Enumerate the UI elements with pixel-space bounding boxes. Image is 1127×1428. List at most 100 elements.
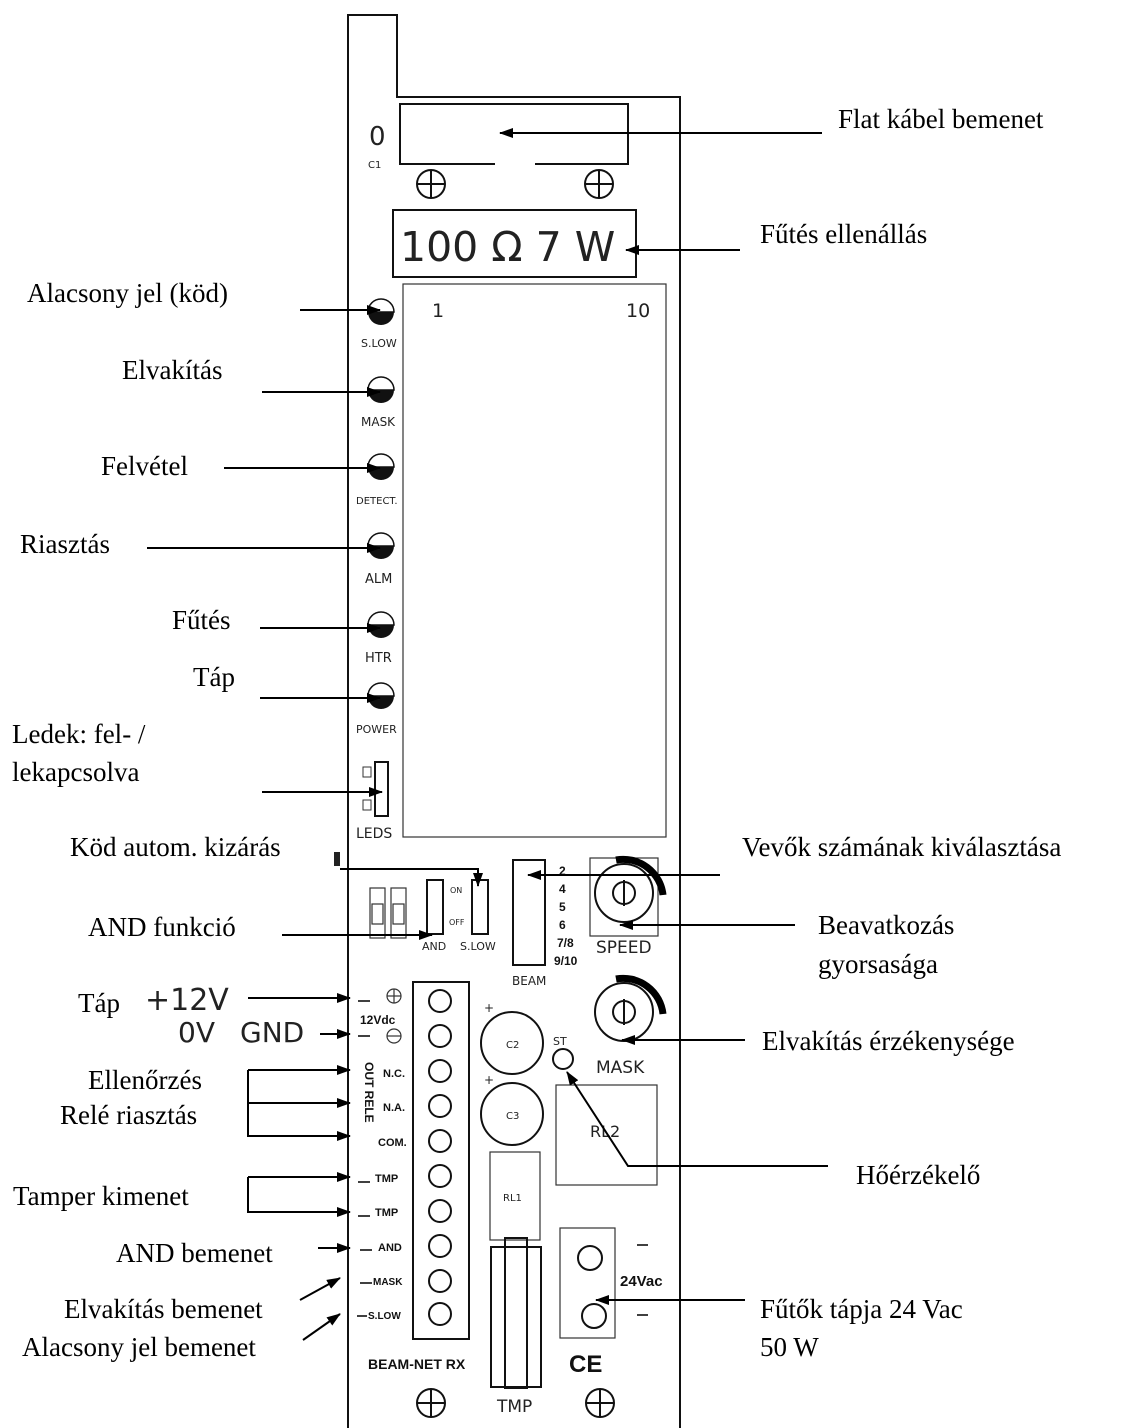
resistor-value: 100 Ω 7 W <box>400 223 615 271</box>
c1-label: C1 <box>368 160 381 171</box>
led-detect: DETECT. <box>356 453 398 507</box>
slow-jumper[interactable]: S.LOW <box>460 879 496 953</box>
label-speed-1: Beavatkozás <box>818 910 954 940</box>
mount-screw-bottom-left <box>416 1388 446 1418</box>
label-and-function: AND funkció <box>88 912 236 942</box>
term-out-rele: OUT RELE <box>362 1062 376 1123</box>
label-leds-1: Ledek: fel- / <box>12 719 146 749</box>
led-alm-label: ALM <box>365 572 392 587</box>
beam-selector[interactable]: BEAM <box>512 859 546 988</box>
label-gnd: GND <box>240 1016 304 1049</box>
label-heater-resistor: Fűtés ellenállás <box>760 219 927 249</box>
led-htr: HTR <box>365 611 395 666</box>
leds-label: LEDS <box>356 826 392 842</box>
and-jumper[interactable]: AND <box>422 879 446 953</box>
term-tmp-2: TMP <box>375 1207 398 1219</box>
callout-lines <box>147 128 828 1341</box>
led-alm: ALM <box>365 532 395 587</box>
term-com: COM. <box>378 1137 407 1149</box>
beam-option-5: 7/8 <box>557 936 574 950</box>
label-slow-signal: Alacsony jel (köd) <box>27 278 228 308</box>
heater-terminal-block: 24Vac <box>559 1227 663 1339</box>
label-power-supply: Táp <box>78 988 120 1018</box>
capacitor-c2: C2 <box>480 1011 544 1075</box>
st-label: ST <box>553 1035 567 1048</box>
term-slow: S.LOW <box>368 1311 401 1322</box>
label-power: Táp <box>193 662 235 692</box>
label-flat-cable: Flat kábel bemenet <box>838 104 1044 134</box>
beam-option-4: 6 <box>559 918 566 932</box>
led-slow: S.LOW <box>361 298 397 350</box>
cap-plus-2: + <box>484 1073 494 1087</box>
terminal-8 <box>428 1234 452 1258</box>
led-power: POWER <box>356 682 397 736</box>
terminal-block <box>412 981 470 1340</box>
term-tmp-1: TMP <box>375 1173 398 1185</box>
cap-plus-1: + <box>484 1001 494 1015</box>
label-fog-exclusion: Köd autom. kizárás <box>70 832 281 862</box>
relay-rl2: RL2 <box>555 1084 658 1186</box>
rl1-label: RL1 <box>503 1193 522 1204</box>
label-detect: Felvétel <box>101 451 188 481</box>
dip-on-label: ON <box>450 886 462 895</box>
label-masking: Elvakítás <box>122 355 222 385</box>
label-leds-2: lekapcsolva <box>12 757 139 787</box>
label-mask-input: Elvakítás bemenet <box>64 1294 263 1324</box>
led-mask-label: MASK <box>361 415 396 429</box>
led-slow-label: S.LOW <box>361 337 397 350</box>
led-mask: MASK <box>361 376 396 429</box>
terminal-2 <box>428 1024 452 1048</box>
flat-cable-connector: 0 C1 <box>368 103 629 171</box>
ce-mark: CE <box>569 1351 602 1378</box>
tmp-label: TMP <box>496 1397 532 1417</box>
terminal-10 <box>428 1302 452 1326</box>
dip-off-label: OFF <box>449 918 465 927</box>
v24ac-label: 24Vac <box>620 1273 663 1290</box>
board-outline <box>347 14 681 1428</box>
label-speed-2: gyorsasága <box>818 949 938 979</box>
label-relay-alarm: Relé riasztás <box>60 1100 197 1130</box>
terminal-6 <box>428 1164 452 1188</box>
label-slow-input: Alacsony jel bemenet <box>22 1332 256 1362</box>
speed-label: SPEED <box>596 938 652 958</box>
and-jumper-label: AND <box>422 940 446 953</box>
label-tamper-out: Tamper kimenet <box>13 1181 189 1211</box>
term-nc: N.C. <box>383 1068 405 1080</box>
terminal-5 <box>428 1129 452 1153</box>
led-detect-label: DETECT. <box>356 496 398 507</box>
temperature-sensor: ST <box>552 1035 574 1070</box>
display-left-index: 1 <box>432 300 444 322</box>
led-power-label: POWER <box>356 723 397 736</box>
beam-option-3: 5 <box>559 900 566 914</box>
model-label: BEAM-NET RX <box>368 1356 466 1372</box>
tamper-switch: TMP <box>490 1237 542 1417</box>
term-na: N.A. <box>383 1102 405 1114</box>
label-heating: Fűtés <box>172 605 231 635</box>
label-heater-supply-1: Fűtők tápja 24 Vac <box>760 1294 963 1324</box>
label-plus12v: +12V <box>145 983 229 1018</box>
beam-option-6: 9/10 <box>554 954 578 968</box>
c2-label: C2 <box>506 1040 519 1051</box>
minus-symbol <box>386 1028 402 1044</box>
label-receiver-count: Vevők számának kiválasztása <box>742 832 1061 862</box>
terminal-3 <box>428 1059 452 1083</box>
label-temp-sensor: Hőérzékelő <box>856 1160 980 1190</box>
label-0v: 0V <box>178 1016 215 1049</box>
c3-label: C3 <box>506 1111 519 1122</box>
term-12vdc: 12Vdc <box>360 1013 396 1027</box>
pin-arrows <box>357 1000 372 1317</box>
label-alarm: Riasztás <box>20 529 110 559</box>
c1-mark: 0 <box>369 122 386 152</box>
display-panel: 1 10 <box>402 283 667 838</box>
beam-option-2: 4 <box>559 882 566 896</box>
mask-pot-label: MASK <box>596 1058 645 1078</box>
fuse-pair <box>369 887 407 939</box>
mask-potentiometer[interactable]: MASK <box>594 974 667 1078</box>
terminal-4 <box>428 1094 452 1118</box>
term-and: AND <box>378 1242 402 1254</box>
label-check: Ellenőrzés <box>88 1065 202 1095</box>
terminal-7 <box>428 1199 452 1223</box>
speed-potentiometer[interactable]: SPEED <box>589 855 667 958</box>
label-mask-sensitivity: Elvakítás érzékenysége <box>762 1026 1015 1056</box>
